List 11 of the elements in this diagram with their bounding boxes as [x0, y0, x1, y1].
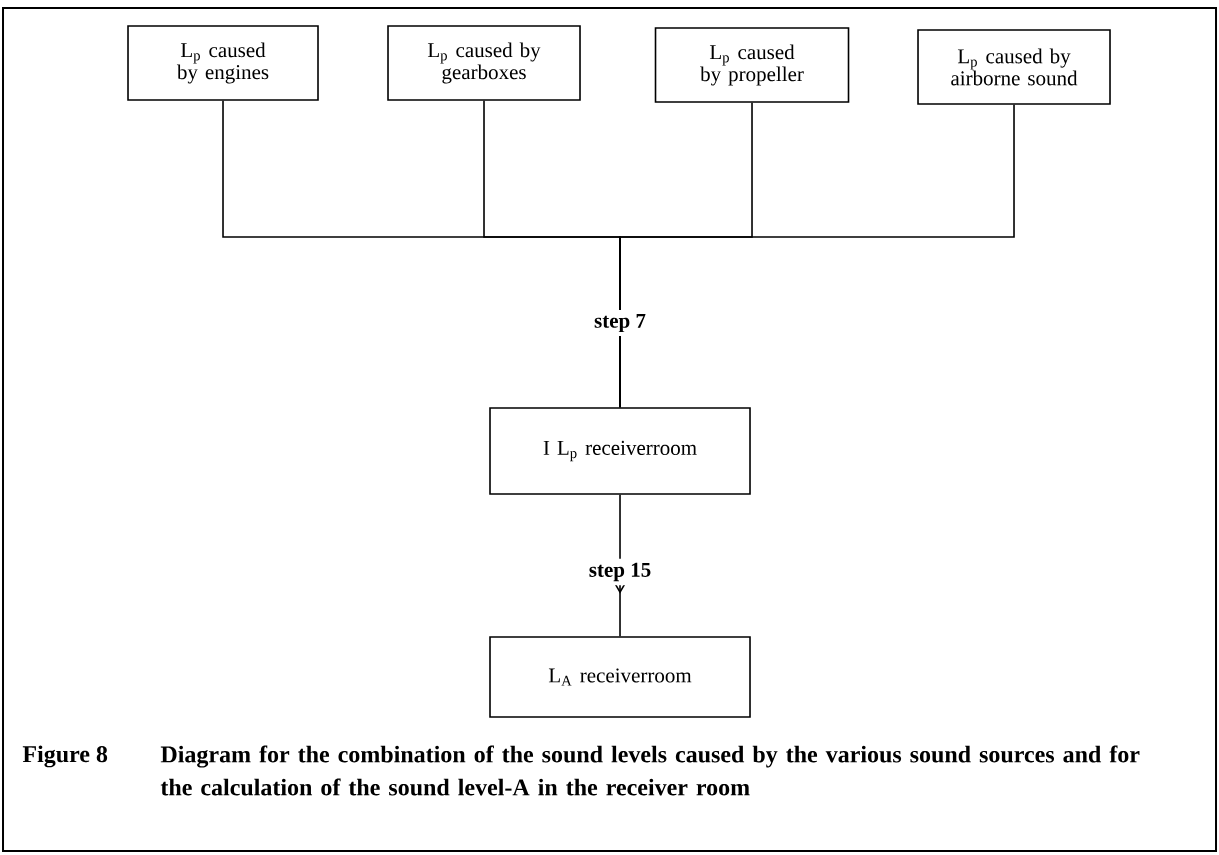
process-box: L$_{p}$ caused by gearboxes — [387, 25, 581, 101]
edge-label: step 15 — [584, 558, 656, 586]
process-box: I L$_{p}$ receiverroom — [489, 407, 751, 495]
process-box: L$_{p}$ caused by airborne sound — [917, 29, 1111, 105]
caption: Diagram for the combination of the sound levels caused by the various sound sources and for the calculation of the sound level-A in the receiver room — [160, 745, 1140, 796]
edge-label: step 7 — [590, 309, 650, 337]
connector-line — [619, 104, 1015, 408]
process-box: L$_{A}$ receiverroom — [489, 636, 751, 718]
process-box: L$_{p}$ caused by engines — [127, 25, 319, 101]
process-box: L$_{p}$ caused by propeller — [654, 27, 850, 103]
figure-number: Figure 8 — [22, 745, 108, 768]
